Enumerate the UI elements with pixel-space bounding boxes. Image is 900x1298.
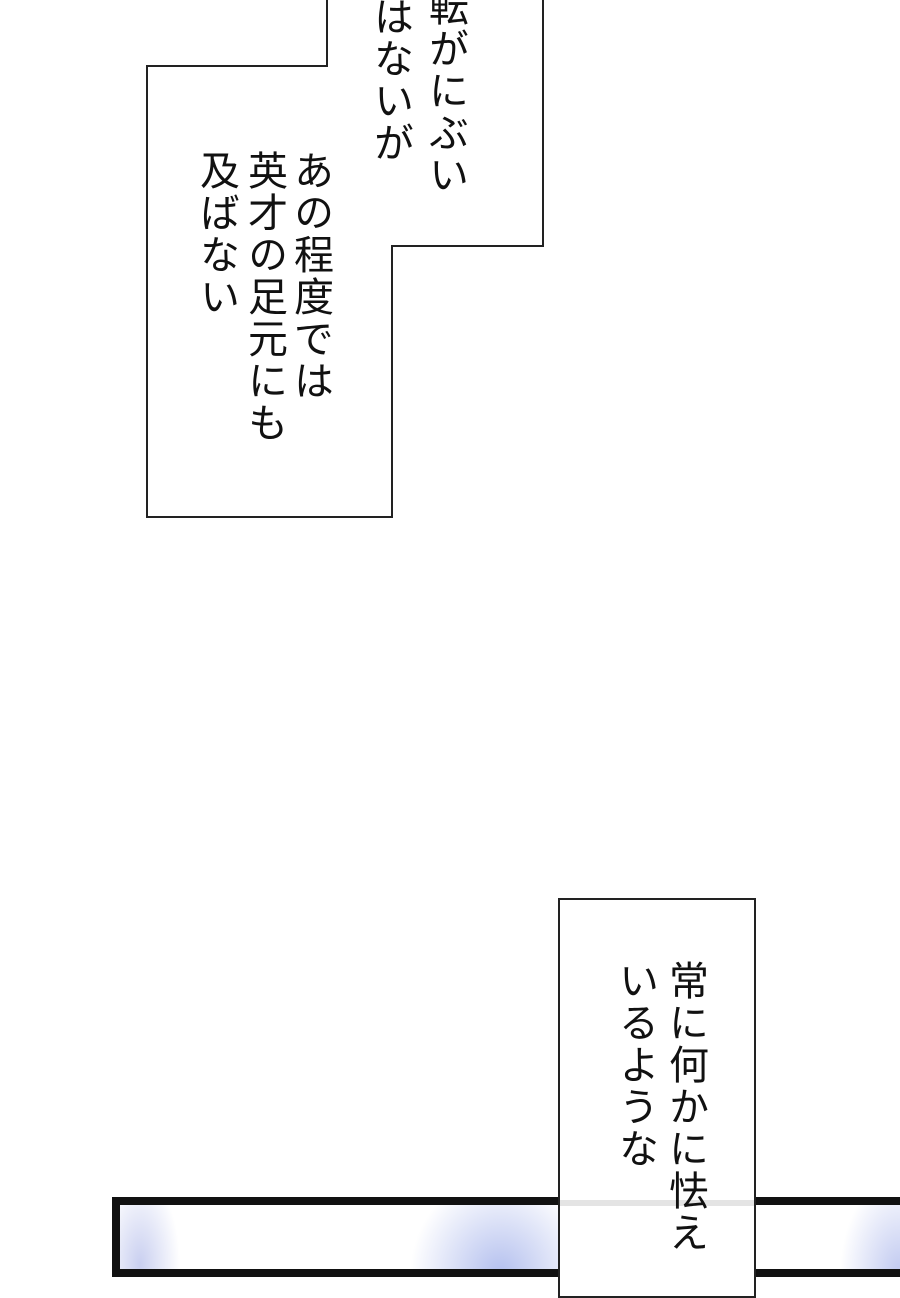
caption-text-col: 転がにぶい — [422, 0, 468, 196]
caption-box-outline — [146, 0, 544, 518]
caption-text-col: 英才の足元にも — [241, 150, 287, 444]
manga-panel — [112, 1197, 900, 1277]
caption-text-col: いるような — [612, 960, 658, 1170]
caption-text-col: 常に何かに怯え — [662, 960, 708, 1254]
caption-text-col: はないが — [367, 0, 413, 164]
caption-box — [558, 898, 756, 1298]
caption-text-col: 及ばない — [193, 150, 239, 318]
caption-text-col: あの程度では — [287, 150, 333, 402]
